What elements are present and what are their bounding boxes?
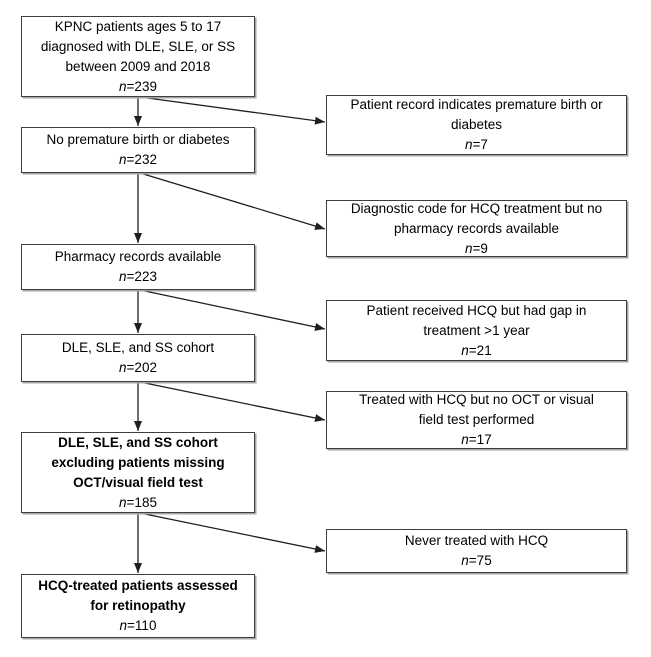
box-text-line: Patient received HCQ but had gap in xyxy=(366,302,587,318)
n-count: n=223 xyxy=(119,267,157,287)
n-value: =9 xyxy=(472,240,488,256)
n-italic-label: n xyxy=(461,553,469,568)
arrow-exclusion-treatment-gap xyxy=(139,289,326,331)
box-text-line: No premature birth or diabetes xyxy=(46,132,230,147)
n-count: n=185 xyxy=(119,493,157,513)
arrow-exclusion-never-treated xyxy=(139,512,326,553)
n-italic-label: n xyxy=(465,240,473,256)
exclusion-box-no-pharmacy-records: Diagnostic code for HCQ treatment but no… xyxy=(326,200,627,257)
box-text-line: DLE, SLE, and SS cohort xyxy=(61,340,215,355)
box-text-line: OCT/visual field test xyxy=(73,474,203,490)
n-italic-label: n xyxy=(119,494,127,510)
arrow-exclusion-premature-birth xyxy=(139,96,326,125)
n-italic-label: n xyxy=(119,618,128,633)
arrow-exclusion-no-pharmacy-records xyxy=(139,172,326,230)
n-italic-label: n xyxy=(119,152,127,167)
n-count: n=110 xyxy=(120,616,157,636)
n-italic-label: n xyxy=(465,137,473,152)
flow-box-hcq-treated-assessed: HCQ-treated patients assessed for retino… xyxy=(21,574,255,638)
box-text-line: treatment >1 year xyxy=(423,322,530,338)
exclusion-box-no-oct-visual-field: Treated with HCQ but no OCT or visual fi… xyxy=(326,391,627,449)
box-text-line: diabetes xyxy=(450,117,503,132)
n-italic-label: n xyxy=(119,360,127,375)
box-text-line: KPNC patients ages 5 to 17 xyxy=(54,18,222,34)
box-text-line: HCQ-treated patients assessed xyxy=(38,578,238,593)
exclusion-box-treatment-gap: Patient received HCQ but had gap in trea… xyxy=(326,300,627,361)
box-text-line: DLE, SLE, and SS cohort xyxy=(58,434,218,450)
n-count: n=239 xyxy=(119,77,157,97)
n-value: =202 xyxy=(126,360,157,375)
n-value: =7 xyxy=(472,137,488,152)
n-italic-label: n xyxy=(119,269,127,284)
box-text-line: Patient record indicates premature birth… xyxy=(350,97,603,112)
arrow-exclusion-no-oct-test xyxy=(139,381,326,422)
box-text-line: pharmacy records available xyxy=(393,220,560,236)
n-value: =21 xyxy=(468,342,492,358)
flow-box-no-premature-birth: No premature birth or diabetes n=232 xyxy=(21,127,255,173)
n-italic-label: n xyxy=(461,432,469,447)
box-text-line: Treated with HCQ but no OCT or visual xyxy=(359,392,594,407)
flow-box-dle-sle-ss-cohort: DLE, SLE, and SS cohort n=202 xyxy=(21,334,255,382)
box-text-line: diagnosed with DLE, SLE, or SS xyxy=(40,38,236,54)
n-value: =223 xyxy=(126,269,157,284)
n-value: =17 xyxy=(468,432,492,447)
box-text-line: field test performed xyxy=(418,412,535,427)
n-count: n=202 xyxy=(119,358,157,378)
flow-box-kpnc-patients: KPNC patients ages 5 to 17 diagnosed wit… xyxy=(21,16,255,97)
flow-box-cohort-excluding-missing-tests: DLE, SLE, and SS cohort excluding patien… xyxy=(21,432,255,513)
n-value: =75 xyxy=(468,553,492,568)
n-count: n=232 xyxy=(119,150,157,170)
n-count: n=9 xyxy=(465,239,488,259)
box-text-line: Pharmacy records available xyxy=(54,249,222,264)
flow-box-pharmacy-records: Pharmacy records available n=223 xyxy=(21,244,255,290)
n-value: =232 xyxy=(126,152,157,167)
box-text-line: between 2009 and 2018 xyxy=(65,58,211,74)
n-count: n=17 xyxy=(461,430,491,450)
exclusion-box-premature-birth-diabetes: Patient record indicates premature birth… xyxy=(326,95,627,155)
n-italic-label: n xyxy=(119,78,127,94)
exclusion-box-never-treated-hcq: Never treated with HCQ n=75 xyxy=(326,529,627,573)
n-count: n=7 xyxy=(465,135,488,155)
box-text-line: Never treated with HCQ xyxy=(404,533,549,548)
n-value: =185 xyxy=(126,494,157,510)
box-text-line: Diagnostic code for HCQ treatment but no xyxy=(350,200,603,216)
n-value: =239 xyxy=(126,78,157,94)
n-count: n=75 xyxy=(461,551,491,571)
n-value: =110 xyxy=(127,618,157,633)
box-text-line: excluding patients missing xyxy=(51,454,225,470)
box-text-line: for retinopathy xyxy=(90,598,186,613)
n-italic-label: n xyxy=(461,342,469,358)
n-count: n=21 xyxy=(461,341,491,361)
